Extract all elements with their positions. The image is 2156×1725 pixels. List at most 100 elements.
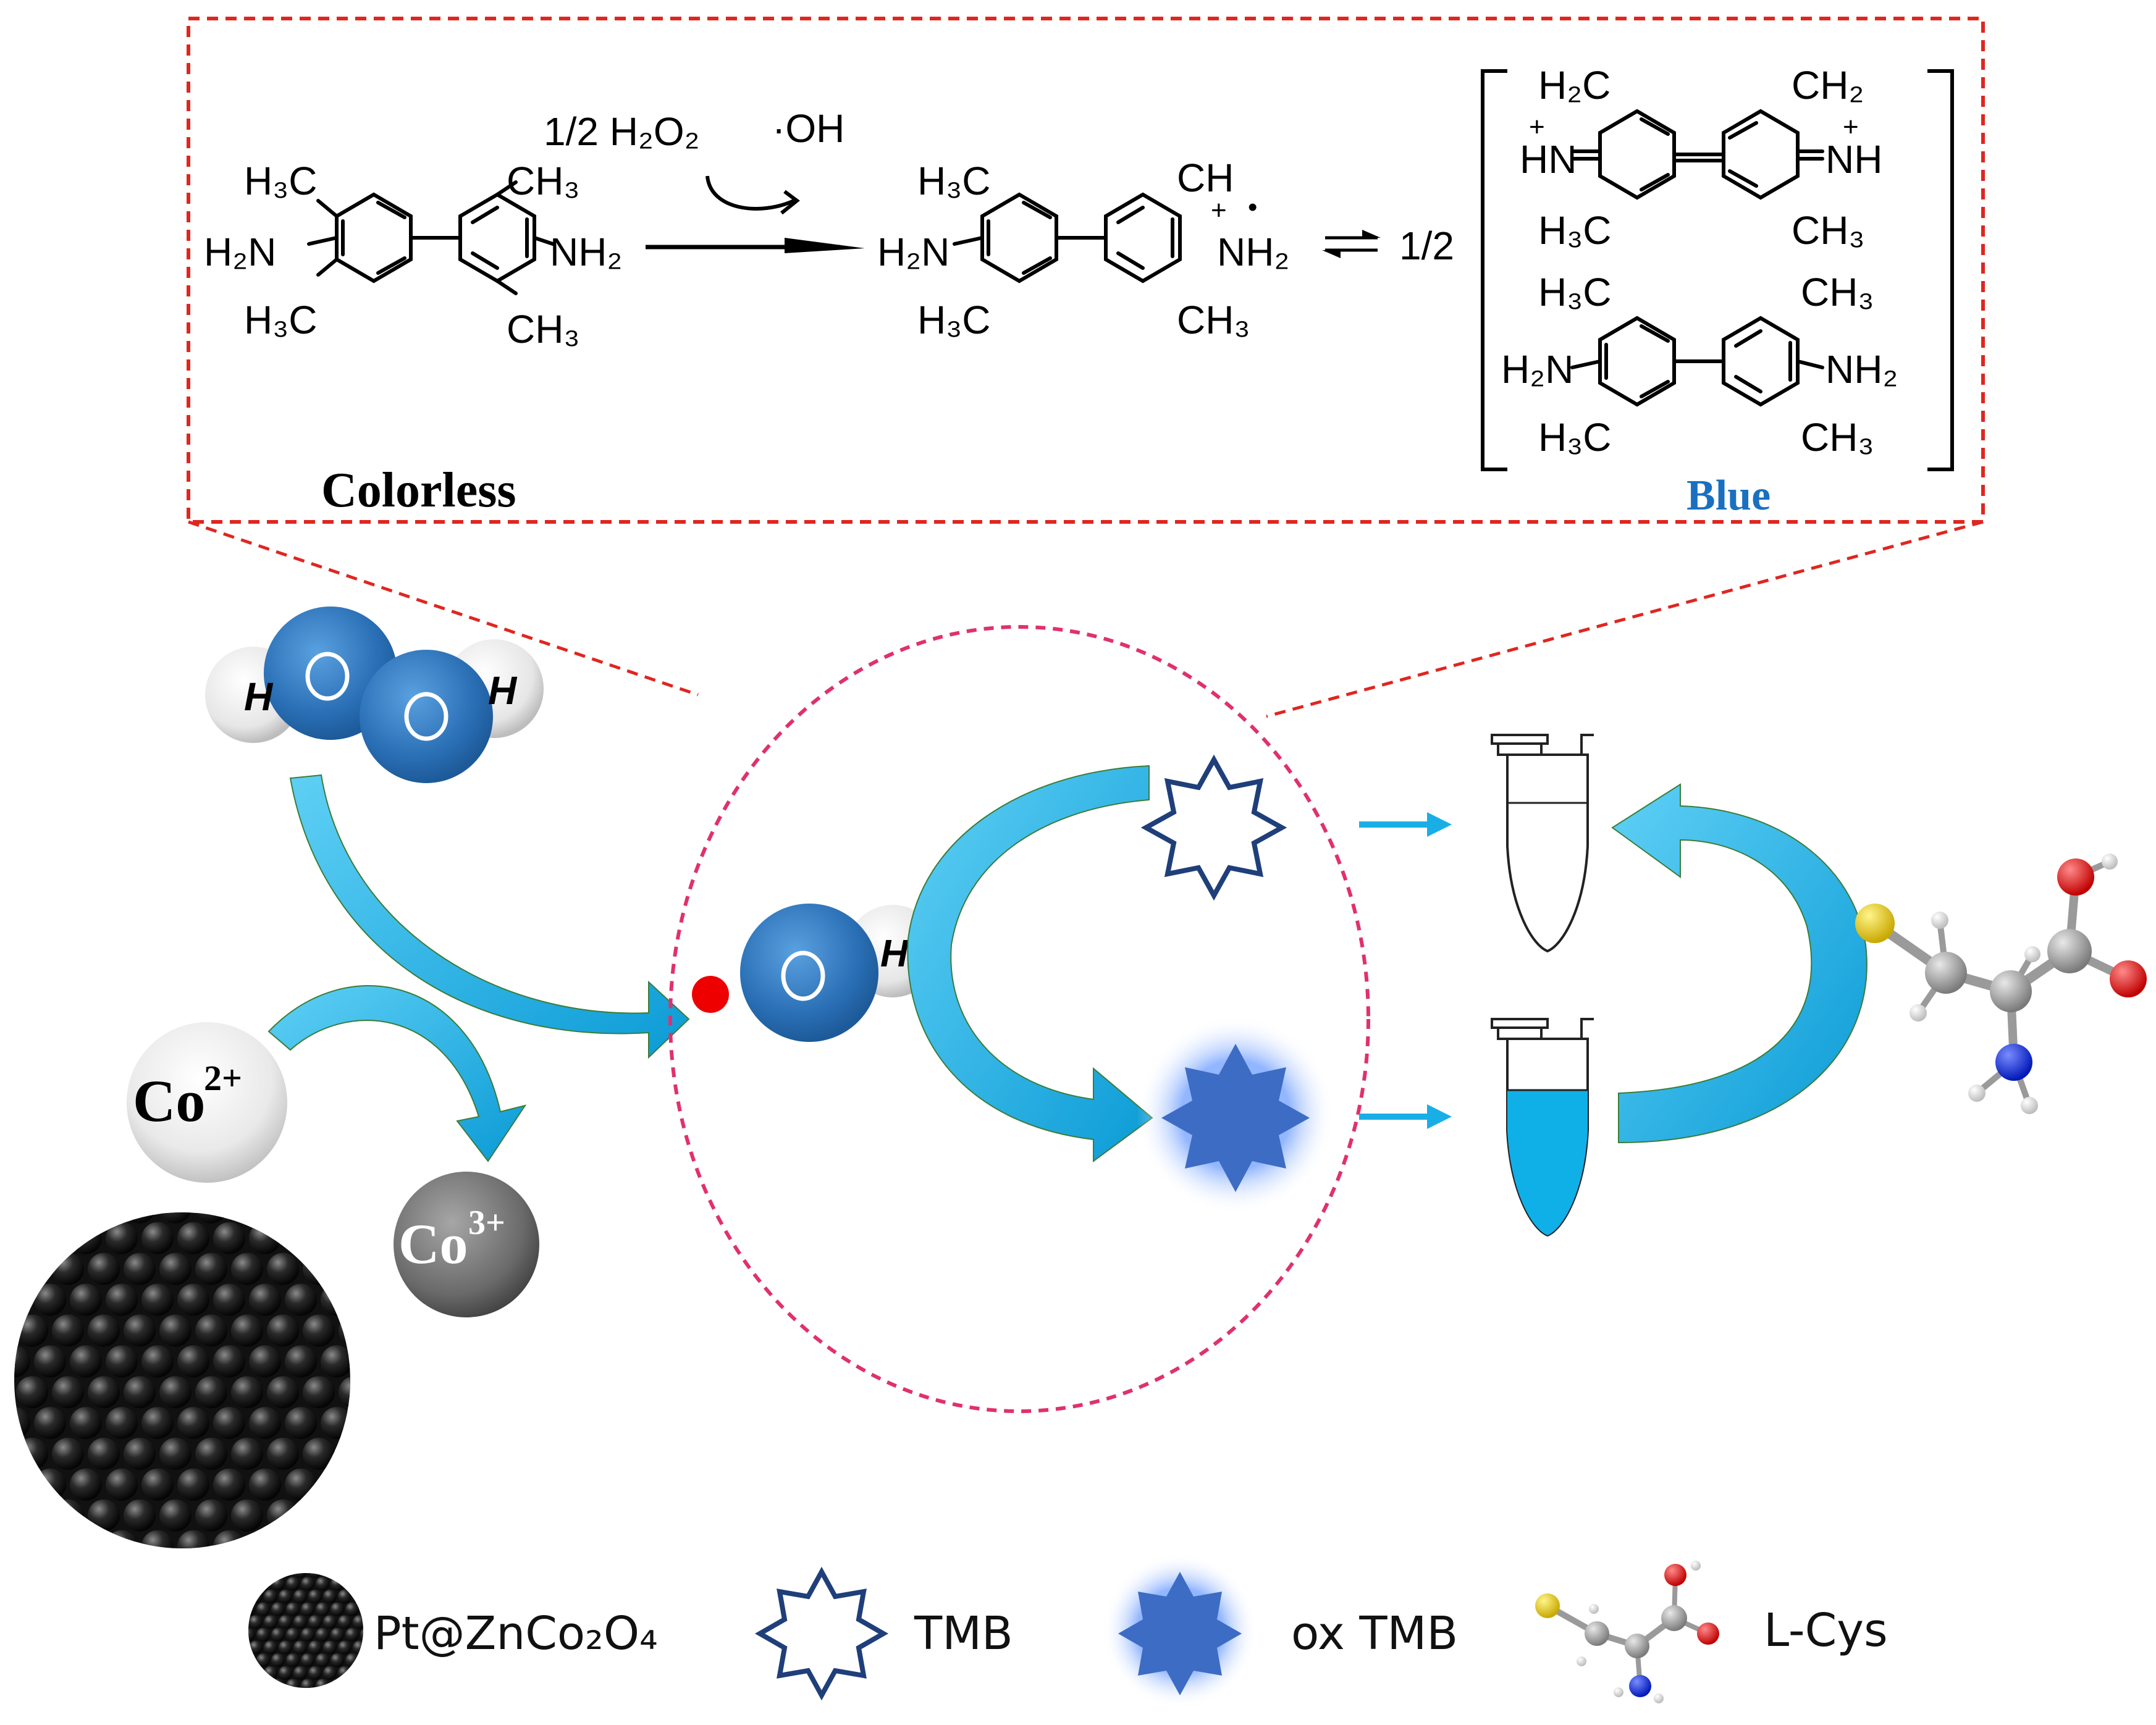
nanoparticle-bead [213,1283,245,1316]
nanoparticle-bead [141,1345,174,1378]
reaction-zoom-circle [668,625,1370,1413]
nanoparticle-bead [106,1468,138,1501]
cx-h3c-bottom: H₃C [1538,415,1612,460]
nanoparticle-bead [70,1283,102,1316]
rc-h3c-bottom: H₃C [917,298,991,342]
nanoparticle-bead [279,1666,292,1680]
nanoparticle-bead [195,1314,227,1347]
nanoparticle-bead [264,1589,277,1603]
nanoparticle-bead [331,1679,344,1688]
nanoparticle-bead [231,1253,263,1285]
nanoparticle-bead [14,1345,30,1378]
nanoparticle-bead [293,1666,307,1680]
nanoparticle-bead [195,1499,227,1532]
nanoparticle-bead [308,1615,322,1629]
nanoparticle-bead [16,1314,48,1347]
nanoparticle-bead [293,1640,307,1655]
nanoparticle-bead [249,1283,281,1316]
nanoparticle-bead [249,1222,281,1254]
nanoparticle-bead [285,1345,317,1378]
legend-pt-znco2o4-icon [248,1573,363,1688]
nanoparticle-bead [88,1499,120,1532]
nanoparticle-bead [195,1212,227,1223]
nanoparticle-bead [286,1653,300,1668]
nanoparticle-bead [141,1222,174,1254]
nanoparticle-bead [34,1468,66,1501]
nanoparticle-bead [249,1589,263,1603]
nanoparticle-bead [338,1666,352,1680]
nanoparticle-bead [308,1666,322,1680]
nanoparticle-bead [141,1407,174,1439]
nanoparticle-bead [70,1407,102,1439]
tmb-radical-cation: H₃C H₂N H₃C CH + • NH₂ CH₃ [877,156,1289,342]
tmb-nh2: NH₂ [550,230,622,274]
nanoparticle-bead [316,1577,329,1591]
cx-nh2: NH₂ [1825,347,1898,392]
legend-oxtmb-icon [1118,1572,1242,1695]
colorless-label: Colorless [321,463,516,518]
nanoparticle-bead [159,1499,192,1532]
nanoparticle-bead [267,1253,299,1285]
nanoparticle-bead [124,1437,156,1470]
nanoparticle-bead [345,1602,359,1616]
nanoparticle-bead [70,1222,102,1254]
radical-h: H [880,933,909,975]
nanoparticle-bead [249,1345,281,1378]
nanoparticle-bead [124,1314,156,1347]
arrow-to-tube-bottom [1359,1104,1452,1129]
nanoparticle-bead [286,1577,300,1591]
nanoparticle-bead [106,1283,138,1316]
nanoparticle-bead [271,1627,285,1642]
nanoparticle-bead [338,1589,352,1603]
nanoparticle-bead [286,1679,300,1688]
product-bracket [1481,69,1954,471]
nanoparticle-bead [293,1573,307,1578]
nanoparticle-bead [264,1640,277,1655]
oxidation-arrow: 1/2 H₂O₂ ·OH [544,106,865,253]
nanoparticle-bead [353,1640,363,1655]
di-h3c: H₃C [1538,208,1612,253]
nanoparticle-bead [285,1468,317,1501]
nanoparticle-bead [195,1376,227,1409]
nanoparticle-bead [301,1577,314,1591]
rc-h3c-top: H₃C [917,159,991,203]
nanoparticle-bead [124,1499,156,1532]
nanoparticle-bead [271,1577,285,1591]
di-nh: NH [1825,137,1882,182]
nanoparticle-bead [267,1437,299,1470]
nanoparticle-bead [271,1653,285,1668]
nanoparticle-bead [249,1640,263,1655]
nanoparticle-bead [52,1253,84,1285]
nanoparticle-bead [159,1253,192,1285]
co3-label: Co [398,1212,468,1275]
pt-znco2o4-nanoparticle [14,1212,350,1548]
tube-colorless [1491,734,1594,953]
nanoparticle-bead [301,1653,314,1668]
co2-ion: Co 2+ [127,1022,287,1183]
nanoparticle-bead [321,1283,350,1316]
rc-ch: CH [1177,156,1234,200]
nanoparticle-bead [159,1212,192,1223]
tmb-h3c-bottom: H₃C [244,298,318,342]
nanoparticle-bead [316,1627,329,1642]
nanoparticle-bead [249,1407,281,1439]
tmb-h3c-top: H₃C [244,159,318,203]
nanoparticle-bead [52,1437,84,1470]
tmb-star [1140,754,1287,901]
nanoparticle-bead [106,1345,138,1378]
co2-to-co3-arrow [267,985,527,1162]
nanoparticle-bead [279,1640,292,1655]
nanoparticle-bead [248,1602,255,1616]
nanoparticle-bead [231,1314,263,1347]
equilibrium-arrows: 1/2 [1322,224,1454,268]
equilibrium-coefficient: 1/2 [1399,224,1454,268]
nanoparticle-bead [256,1577,270,1591]
di-plus-left: + [1529,112,1545,142]
h2o2-h-right: H [488,668,518,713]
nanoparticle-bead [279,1573,292,1578]
tmb-ch3-bottom: CH₃ [507,307,580,351]
radical-oh: ·OH [772,106,844,151]
nanoparticle-bead [303,1437,335,1470]
nanoparticle-bead [195,1437,227,1470]
